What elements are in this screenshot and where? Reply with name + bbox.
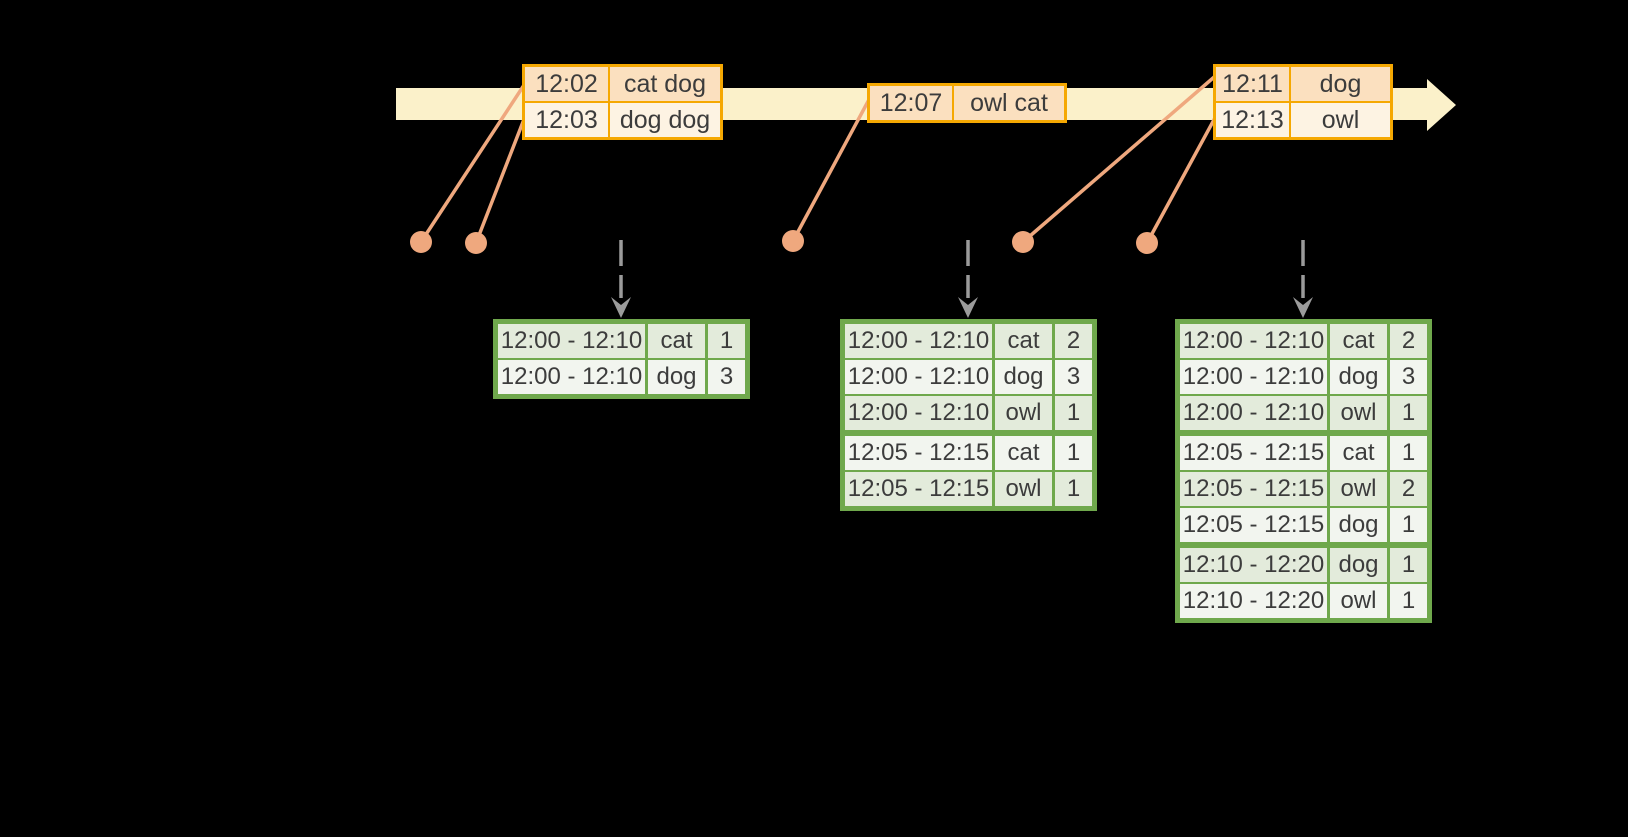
dashed-down-arrow-icon	[611, 240, 631, 318]
dot-icon	[465, 232, 487, 254]
result-window-cell: 12:05 - 12:15	[845, 436, 992, 470]
result-window-cell: 12:00 - 12:10	[1180, 324, 1327, 358]
result-count-cell: 1	[1055, 396, 1092, 430]
result-word-cell: owl	[1330, 396, 1387, 430]
result-count-cell: 1	[1055, 472, 1092, 506]
result-window-cell: 12:00 - 12:10	[498, 324, 645, 358]
result-count-cell: 1	[708, 324, 745, 358]
event-connector-line	[1145, 104, 1224, 244]
result-word-cell: cat	[995, 436, 1052, 470]
result-count-cell: 1	[1390, 436, 1427, 470]
result-word-cell: dog	[648, 360, 705, 394]
result-window-cell: 12:10 - 12:20	[1180, 548, 1327, 582]
result-word-cell: dog	[1330, 360, 1387, 394]
result-word-cell: cat	[995, 324, 1052, 358]
event-words-cell: owl cat	[954, 86, 1064, 120]
result-window-cell: 12:00 - 12:10	[845, 396, 992, 430]
result-window-cell: 12:05 - 12:15	[1180, 472, 1327, 506]
result-count-cell: 2	[1390, 324, 1427, 358]
result-count-cell: 1	[1390, 584, 1427, 618]
event-words-cell: owl	[1291, 103, 1390, 137]
result-window-cell: 12:10 - 12:20	[1180, 584, 1327, 618]
event-words-cell: cat dog	[610, 67, 720, 101]
event-words-cell: dog	[1291, 67, 1390, 101]
result-count-cell: 1	[1055, 436, 1092, 470]
dashed-down-arrow-icon	[1293, 240, 1313, 318]
event-time-cell: 12:13	[1216, 103, 1289, 137]
dot-icon	[1012, 231, 1034, 253]
dot-icon	[782, 230, 804, 252]
event-connector-line	[791, 93, 874, 242]
result-count-cell: 1	[1390, 548, 1427, 582]
result-count-cell: 2	[1055, 324, 1092, 358]
result-count-cell: 2	[1390, 472, 1427, 506]
result-word-cell: cat	[1330, 324, 1387, 358]
result-word-cell: owl	[995, 396, 1052, 430]
result-window-cell: 12:00 - 12:10	[845, 360, 992, 394]
result-count-cell: 3	[1055, 360, 1092, 394]
result-window-cell: 12:00 - 12:10	[1180, 360, 1327, 394]
dashed-down-arrow-icon	[958, 240, 978, 318]
dot-icon	[410, 231, 432, 253]
event-time-cell: 12:11	[1216, 67, 1289, 101]
result-word-cell: owl	[1330, 472, 1387, 506]
dot-icon	[1136, 232, 1158, 254]
event-time-cell: 12:03	[525, 103, 608, 137]
event-connector-line	[474, 108, 530, 244]
result-word-cell: dog	[1330, 548, 1387, 582]
result-word-cell: owl	[995, 472, 1052, 506]
event-dots	[410, 230, 1158, 254]
result-window-cell: 12:05 - 12:15	[845, 472, 992, 506]
result-window-cell: 12:00 - 12:10	[1180, 396, 1327, 430]
result-word-cell: owl	[1330, 584, 1387, 618]
event-time-cell: 12:02	[525, 67, 608, 101]
result-count-cell: 1	[1390, 508, 1427, 542]
event-time-cell: 12:07	[870, 86, 952, 120]
result-window-cell: 12:05 - 12:15	[1180, 436, 1327, 470]
result-window-cell: 12:00 - 12:10	[845, 324, 992, 358]
trigger-arrows	[611, 240, 1313, 318]
result-count-cell: 1	[1390, 396, 1427, 430]
result-count-cell: 3	[708, 360, 745, 394]
result-window-cell: 12:00 - 12:10	[498, 360, 645, 394]
result-window-cell: 12:05 - 12:15	[1180, 508, 1327, 542]
event-connector-line	[1021, 70, 1222, 244]
event-words-cell: dog dog	[610, 103, 720, 137]
result-word-cell: cat	[1330, 436, 1387, 470]
result-count-cell: 3	[1390, 360, 1427, 394]
result-word-cell: dog	[995, 360, 1052, 394]
result-word-cell: cat	[648, 324, 705, 358]
result-word-cell: dog	[1330, 508, 1387, 542]
event-connector-line	[419, 78, 530, 243]
event-connectors	[419, 70, 1224, 244]
